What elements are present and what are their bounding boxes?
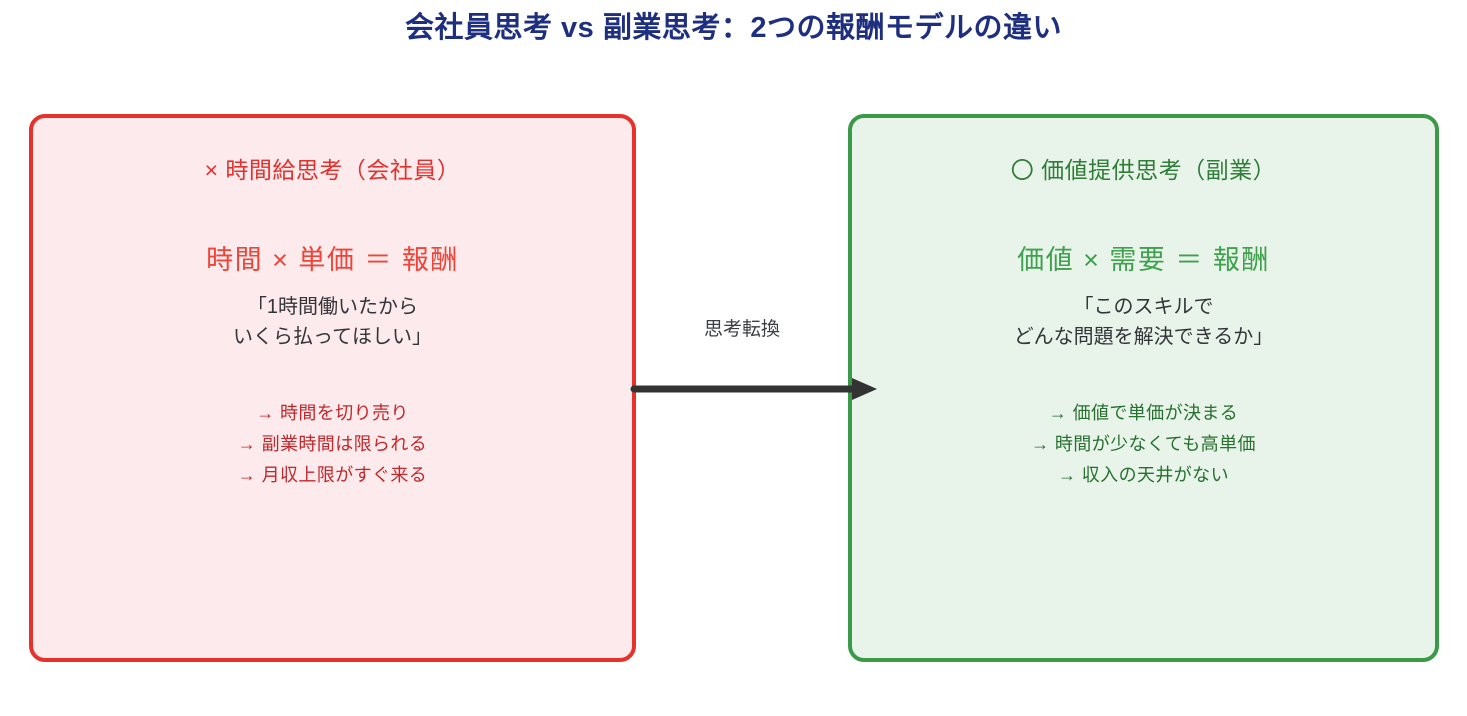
panel-left-header: × 時間給思考（会社員） (204, 157, 461, 183)
panel-value-delivery-mindset: 〇 価値提供思考（副業） 価値 × 需要 ＝ 報酬 「このスキルで どんな問題を… (848, 114, 1439, 662)
connector-arrow-icon (630, 372, 882, 406)
panel-right-formula: 価値 × 需要 ＝ 報酬 (1017, 245, 1270, 275)
page-title: 会社員思考 vs 副業思考：2つの報酬モデルの違い (404, 12, 1062, 44)
panel-right-header: 〇 価値提供思考（副業） (1010, 157, 1277, 183)
panel-left-bullet-list: → 時間を切り売り → 副業時間は限られる → 月収上限がすぐ来る (237, 403, 428, 485)
panel-right-quote: 「このスキルで どんな問題を解決できるか」 (1013, 296, 1274, 348)
panel-hourly-wage-mindset: × 時間給思考（会社員） 時間 × 単価 ＝ 報酬 「1時間働いたから いくら払… (29, 114, 636, 662)
panel-left-quote: 「1時間働いたから いくら払ってほしい」 (233, 296, 432, 348)
connector-label: 思考転換 (703, 319, 780, 340)
panel-right-bullet-list: → 価値で単価が決まる → 時間が少なくても高単価 → 収入の天井がない (1031, 403, 1256, 485)
panel-left-formula: 時間 × 単価 ＝ 報酬 (206, 245, 459, 275)
